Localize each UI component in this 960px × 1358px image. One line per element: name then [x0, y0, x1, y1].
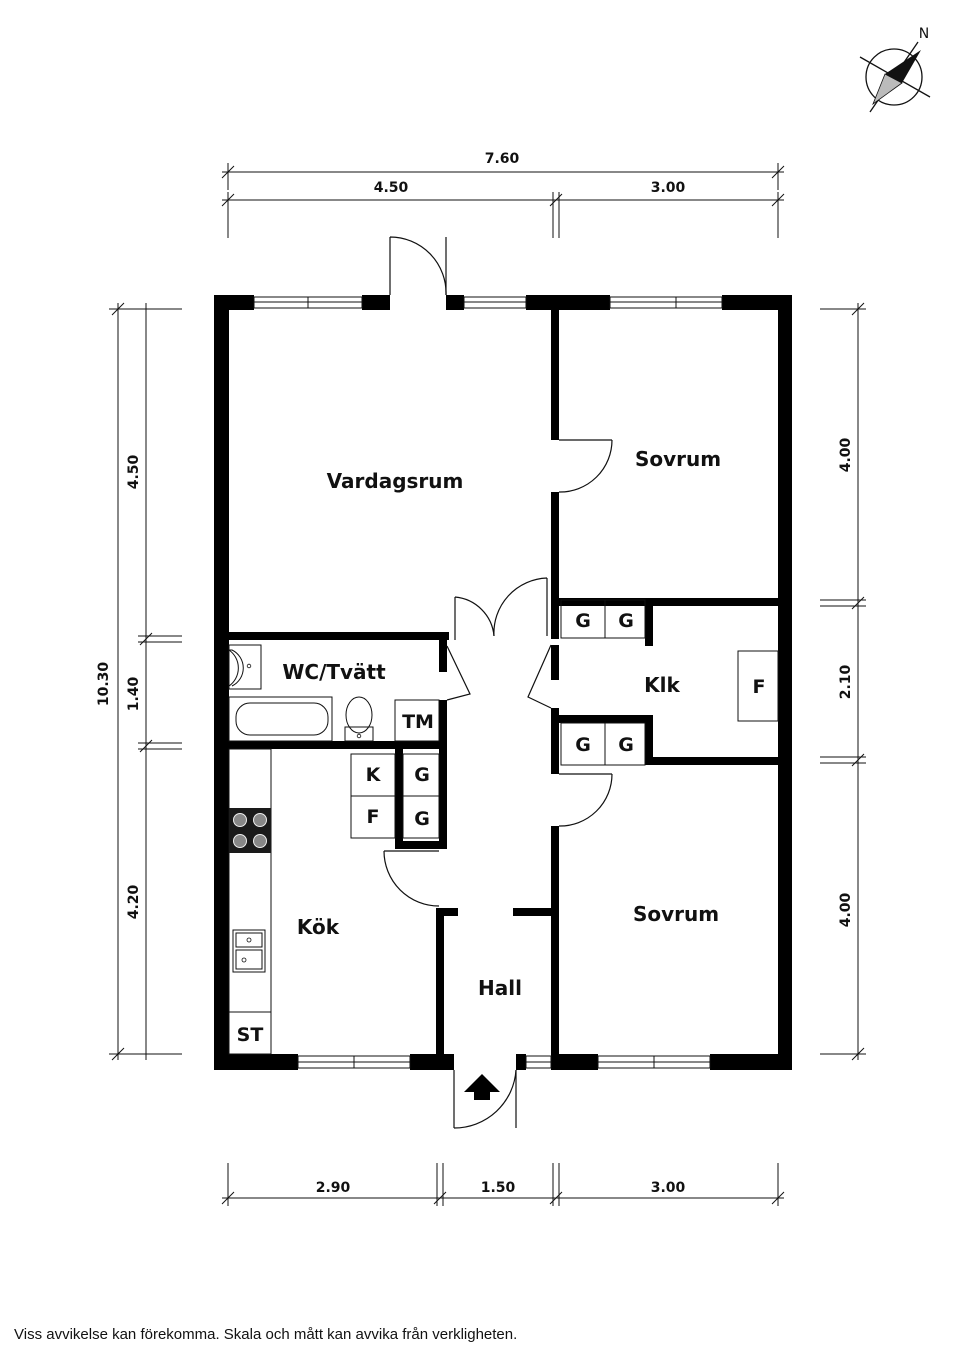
- sink-drain: [246, 663, 252, 669]
- dim-bottom-mid: 1.50: [481, 1180, 516, 1196]
- dim-top-left: 4.50: [374, 180, 409, 196]
- st-label: ST: [237, 1024, 264, 1046]
- window-panes: [254, 297, 722, 1068]
- closet-label: G: [575, 610, 591, 632]
- room-label-kok: Kök: [297, 915, 340, 939]
- closet-label: G: [414, 808, 430, 830]
- klk-f-label: F: [753, 676, 766, 698]
- dim-top-right: 3.00: [651, 180, 686, 196]
- dim-left-mid: 1.40: [126, 676, 142, 711]
- room-label-klk: Klk: [644, 673, 680, 697]
- freezer-label: F: [367, 806, 380, 828]
- dim-right-lower: 4.00: [838, 892, 854, 927]
- dim-left-lower: 4.20: [126, 884, 142, 919]
- dim-top-total: 7.60: [485, 151, 520, 167]
- fridge-label: K: [366, 764, 382, 786]
- kitchen-tap: [246, 937, 252, 943]
- disclaimer-text: Viss avvikelse kan förekomma. Skala och …: [14, 1326, 518, 1343]
- room-label-sovrum-bottom: Sovrum: [633, 902, 719, 926]
- interior-walls: [229, 310, 778, 1054]
- dim-left-total: 10.30: [96, 662, 112, 707]
- dim-bottom-right: 3.00: [651, 1180, 686, 1196]
- dim-right-mid: 2.10: [838, 664, 854, 699]
- closet-label: G: [618, 610, 634, 632]
- stove-icon: [229, 808, 271, 853]
- dim-right-upper: 4.00: [838, 437, 854, 472]
- entrance-arrow-icon: [464, 1074, 500, 1100]
- compass-north-label: N: [919, 26, 929, 42]
- kitchen-drain: [241, 957, 247, 963]
- doors: [383, 236, 613, 1129]
- dim-bottom-left: 2.90: [316, 1180, 351, 1196]
- dimension-lines: [109, 163, 866, 1206]
- room-label-sovrum-top: Sovrum: [635, 447, 721, 471]
- closet-label: G: [618, 734, 634, 756]
- closet-label: G: [575, 734, 591, 756]
- closet-label: G: [414, 764, 430, 786]
- room-label-vardagsrum: Vardagsrum: [327, 469, 464, 493]
- room-label-hall: Hall: [478, 976, 522, 1000]
- tm-label: TM: [402, 711, 434, 733]
- fixture-outlines: [228, 599, 779, 1055]
- toilet-flush: [356, 733, 362, 739]
- compass-north-arrow: N: [859, 26, 931, 113]
- outer-walls: [214, 295, 792, 1070]
- dim-left-upper: 4.50: [126, 454, 142, 489]
- room-label-wc: WC/Tvätt: [282, 660, 386, 684]
